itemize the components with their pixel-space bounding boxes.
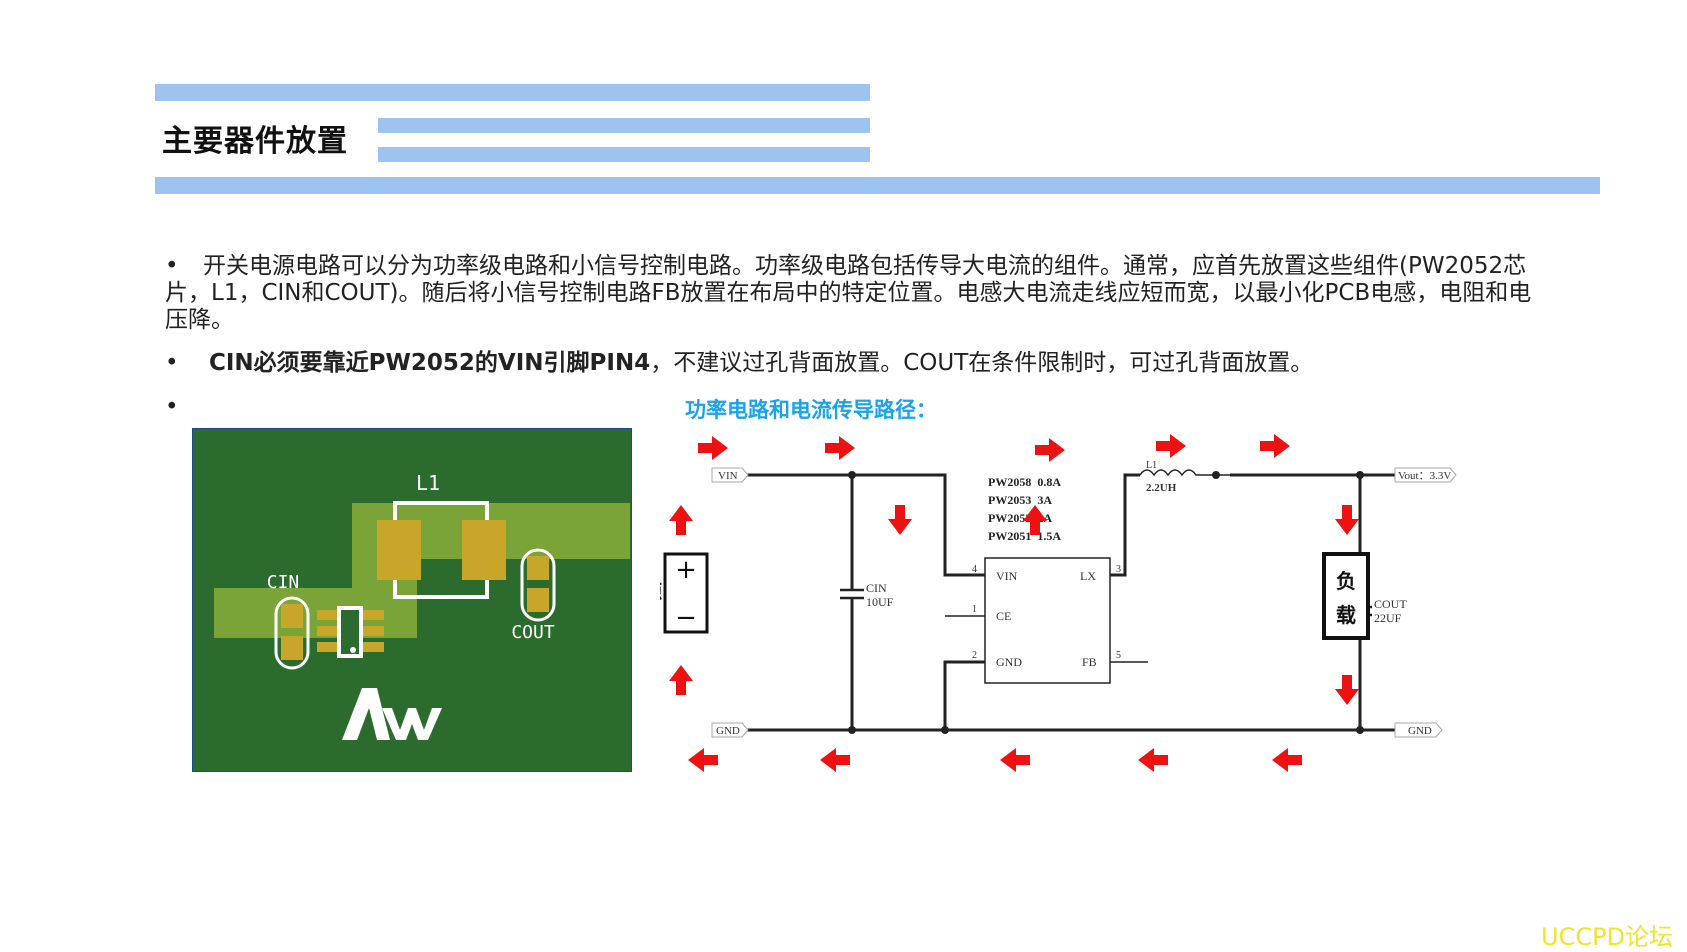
arrow-right bbox=[825, 436, 855, 460]
pcb-label-l1: L1 bbox=[416, 471, 440, 495]
part-list: PW2058 0.8A PW2053 3A PW2052 2A PW2051 1… bbox=[988, 475, 1061, 543]
cout-value: 22UF bbox=[1374, 611, 1402, 625]
pin-lx-label: LX bbox=[1080, 569, 1096, 583]
bullet-marker: • bbox=[165, 394, 179, 420]
header-bar-top bbox=[155, 84, 870, 101]
arrow-left bbox=[1000, 748, 1030, 772]
pin-4: 4 bbox=[972, 564, 977, 575]
l1-value: 2.2UH bbox=[1146, 482, 1177, 494]
l1-pad-right bbox=[462, 520, 506, 580]
pin-ce-label: CE bbox=[996, 609, 1011, 623]
bullet-2-text: ，不建议过孔背面放置。COUT在条件限制时，可过孔背面放置。 bbox=[650, 350, 1314, 376]
pin-3: 3 bbox=[1116, 564, 1121, 575]
port-gnd-left: GND bbox=[716, 725, 740, 737]
part-0: PW2058 0.8A bbox=[988, 475, 1061, 489]
pin-gnd-label: GND bbox=[996, 655, 1022, 669]
bullet-2-bold: CIN必须要靠近PW2052的VIN引脚PIN4 bbox=[209, 350, 651, 376]
logo-icon bbox=[342, 688, 442, 740]
port-gnd-right: GND bbox=[1408, 725, 1432, 737]
arrow-down bbox=[888, 505, 912, 535]
cin-cap bbox=[840, 588, 864, 600]
arrow-left bbox=[688, 748, 718, 772]
part-3: PW2051 1.5A bbox=[988, 529, 1061, 543]
part-1: PW2053 3A bbox=[988, 493, 1052, 507]
arrow-down bbox=[1335, 505, 1359, 535]
arrow-up bbox=[669, 665, 693, 695]
diagram-title: 功率电路和电流传导路径： bbox=[685, 398, 937, 422]
arrow-left bbox=[820, 748, 850, 772]
arrow-right bbox=[1156, 434, 1186, 458]
header-bar-mid2 bbox=[378, 147, 870, 162]
pin-fb-label: FB bbox=[1082, 655, 1097, 669]
bullet-2: • CIN必须要靠近PW2052的VIN引脚PIN4，不建议过孔背面放置。COU… bbox=[165, 350, 1535, 377]
bullet-1-text: 开关电源电路可以分为功率级电路和小信号控制电路。功率级电路包括传导大电流的组件。… bbox=[165, 253, 1532, 333]
pcb-label-cin: CIN bbox=[267, 572, 300, 593]
l1-name: L1 bbox=[1146, 460, 1157, 471]
arrow-right bbox=[1035, 438, 1065, 462]
bullet-marker: • bbox=[165, 350, 179, 376]
ic-box bbox=[984, 557, 1111, 684]
pcb-label-cout: COUT bbox=[511, 622, 555, 643]
schematic-diagram: VIN GND Vout：3.3V GND VIN LX CE GND FB 4… bbox=[660, 434, 1457, 772]
source-box bbox=[663, 552, 709, 634]
source-plus: + bbox=[675, 555, 697, 585]
arrow-right bbox=[698, 436, 728, 460]
port-vout: Vout：3.3V bbox=[1398, 470, 1451, 482]
arrow-up bbox=[669, 505, 693, 535]
load-label-bottom: 载 bbox=[1336, 603, 1356, 627]
header-bar-mid1 bbox=[378, 118, 870, 133]
pin-vin-label: VIN bbox=[996, 569, 1018, 583]
page-title: 主要器件放置 bbox=[162, 124, 348, 159]
source-minus: − bbox=[675, 603, 697, 633]
port-vin: VIN bbox=[718, 470, 738, 482]
pin-5: 5 bbox=[1116, 650, 1121, 661]
arrow-left bbox=[1138, 748, 1168, 772]
arrow-right bbox=[1260, 434, 1290, 458]
watermark: UCCPD论坛 bbox=[1541, 923, 1674, 951]
cin-value: 10UF bbox=[866, 595, 894, 609]
source-label: 电源 bbox=[660, 580, 662, 604]
l1-pad-left bbox=[377, 520, 421, 580]
pin-1: 1 bbox=[972, 604, 977, 615]
arrow-left bbox=[1272, 748, 1302, 772]
cin-outline bbox=[274, 596, 310, 670]
pcb-layout-image: L1 COUT CIN bbox=[192, 428, 632, 772]
pin-2: 2 bbox=[972, 650, 977, 661]
load-box bbox=[1322, 552, 1370, 640]
cout-name: COUT bbox=[1374, 597, 1407, 611]
ports bbox=[711, 467, 1457, 738]
bullet-1: • 开关电源电路可以分为功率级电路和小信号控制电路。功率级电路包括传导大电流的组… bbox=[165, 253, 1535, 334]
header-bar-bottom bbox=[155, 177, 1600, 194]
bullet-marker: • bbox=[165, 253, 179, 279]
cout-outline bbox=[520, 548, 556, 622]
load-label-top: 负 bbox=[1336, 569, 1356, 593]
arrow-down bbox=[1335, 675, 1359, 705]
cin-name: CIN bbox=[866, 581, 887, 595]
